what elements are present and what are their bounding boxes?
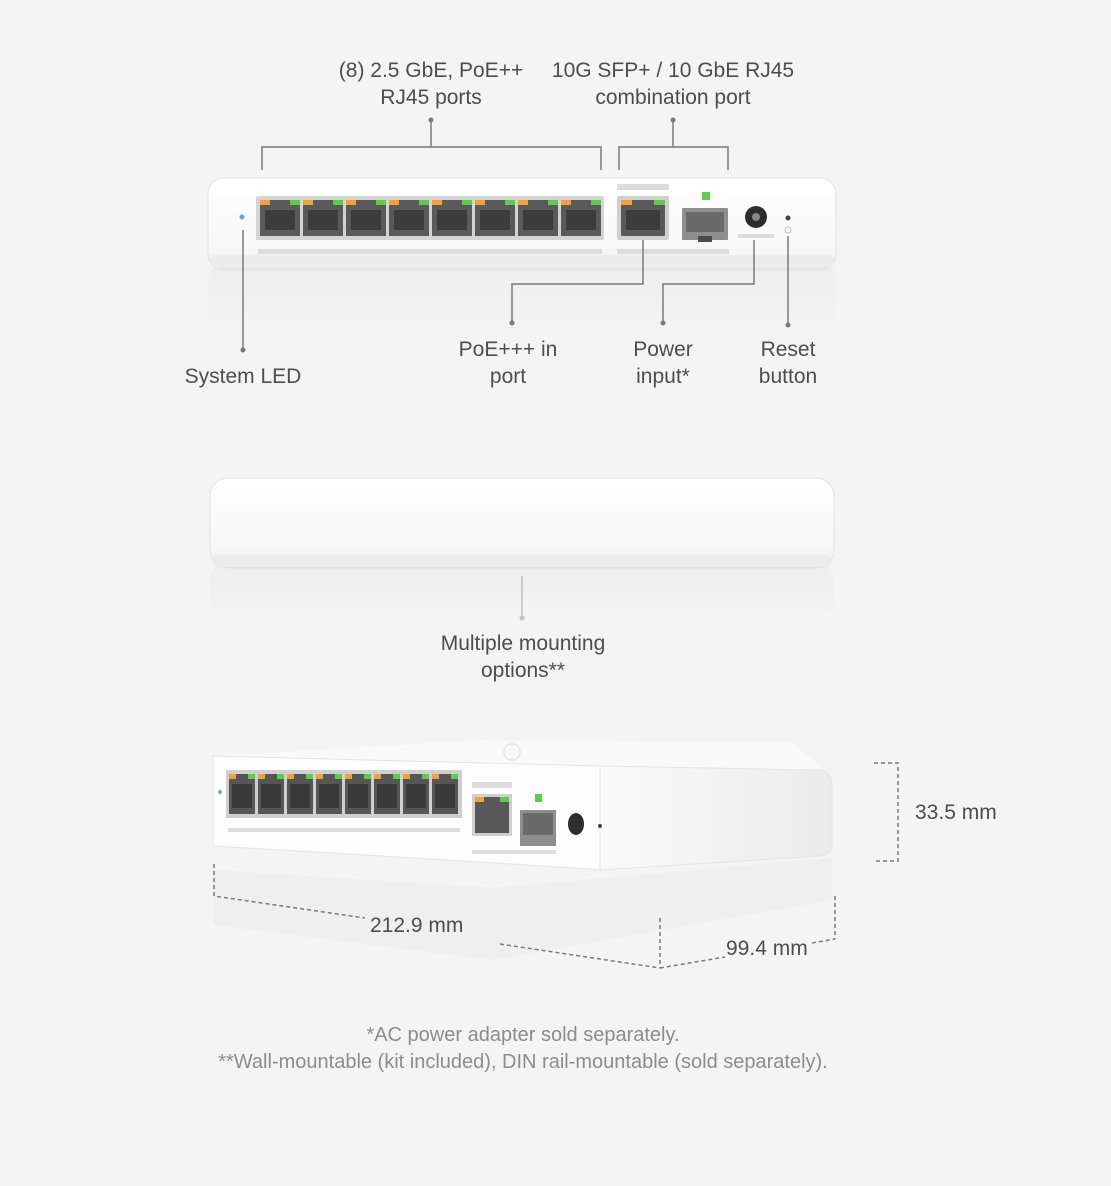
rj45-port-group xyxy=(260,200,601,236)
rj45-port xyxy=(475,200,515,236)
rj45-port xyxy=(260,200,300,236)
front-view-device xyxy=(207,177,837,332)
reset-pinhole-icon xyxy=(785,215,791,221)
width-dimension: 212.9 mm xyxy=(370,914,464,937)
system-led-icon xyxy=(239,214,245,220)
dimension-lines xyxy=(213,762,899,969)
rj45-port xyxy=(303,200,343,236)
rj45-port xyxy=(374,774,400,814)
height-dimension: 33.5 mm xyxy=(915,801,997,824)
rj45-port xyxy=(561,200,601,236)
rj45-port xyxy=(432,774,458,814)
rj45-port xyxy=(432,200,472,236)
reset-button-label: Reset button xyxy=(758,338,818,388)
power-adapter-footnote: *AC power adapter sold separately. xyxy=(366,1024,680,1046)
poe-in-port-label: PoE+++ in port xyxy=(458,338,558,388)
system-led-label: System LED xyxy=(184,365,302,388)
mounting-footnote: **Wall-mountable (kit included), DIN rai… xyxy=(218,1051,828,1073)
rj45-port xyxy=(346,200,386,236)
combo-port-label: 10G SFP+ / 10 GbE RJ45 combination port xyxy=(551,59,795,109)
side-view-device xyxy=(209,477,835,622)
power-input-label: Power input* xyxy=(633,338,693,388)
rj45-port xyxy=(345,774,371,814)
mounting-options-label: Multiple mounting options** xyxy=(440,632,606,682)
rj45-port xyxy=(518,200,558,236)
rj45-port xyxy=(287,774,313,814)
perspective-view-device xyxy=(212,740,833,960)
rj45-port xyxy=(229,774,255,814)
depth-dimension: 99.4 mm xyxy=(726,937,808,960)
leader-lines xyxy=(242,120,789,618)
rj45-ports-label: (8) 2.5 GbE, PoE++ RJ45 ports xyxy=(338,59,524,109)
rj45-port xyxy=(316,774,342,814)
rj45-port xyxy=(403,774,429,814)
rj45-port xyxy=(389,200,429,236)
rj45-port xyxy=(258,774,284,814)
